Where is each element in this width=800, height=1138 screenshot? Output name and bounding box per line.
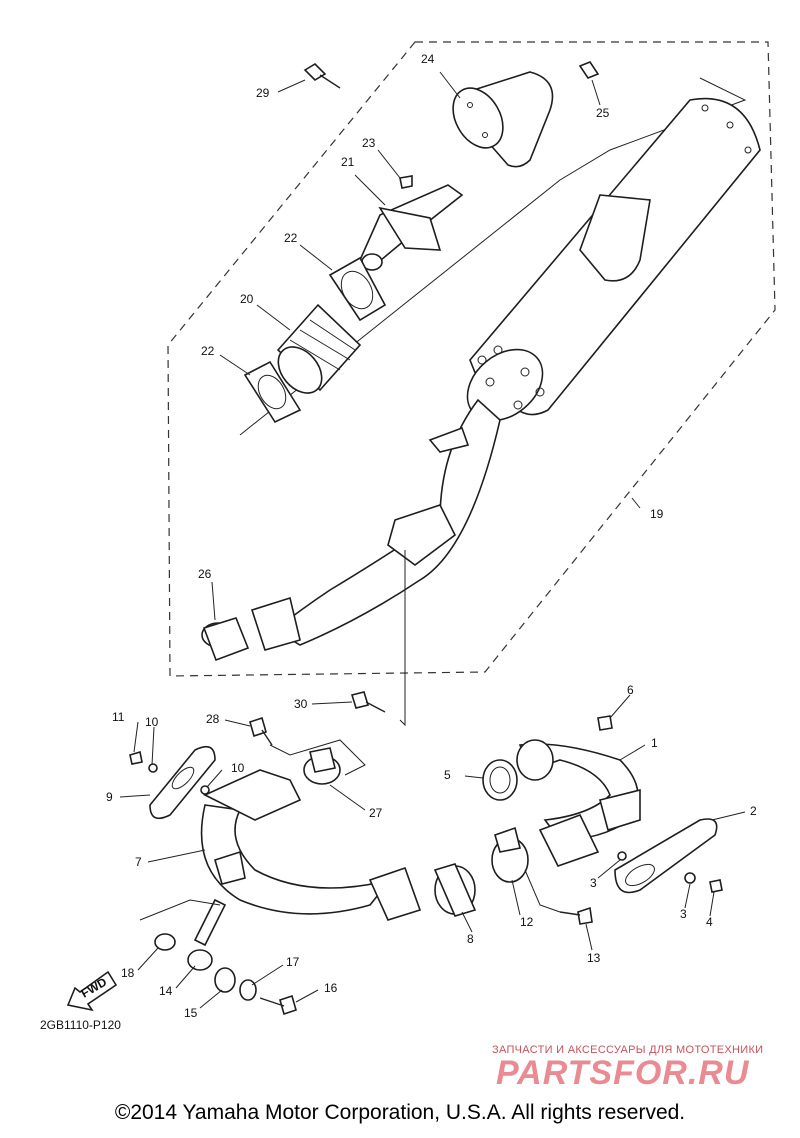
fwd-arrow-icon: FWD — [66, 970, 118, 1012]
callout-2: 2 — [750, 804, 757, 818]
bolt-13 — [559, 906, 593, 925]
leader-lines — [119, 71, 746, 1009]
callout-9: 9 — [106, 790, 113, 804]
callout-6: 6 — [627, 683, 634, 697]
muffler-assembly-boundary — [167, 41, 776, 677]
washer-3 — [617, 851, 696, 884]
watermark-logo: PARTSFOR.RU — [496, 1054, 750, 1092]
callout-21: 21 — [341, 155, 355, 169]
bolt-4 — [709, 879, 723, 893]
grommet-18 — [154, 933, 176, 951]
end-cap — [452, 71, 554, 168]
callout-16: 16 — [324, 981, 338, 995]
callout-28: 28 — [206, 712, 220, 726]
callout-4: 4 — [706, 915, 713, 929]
diagram-code: 2GB1110-P120 — [40, 1018, 121, 1032]
collar-15 — [214, 967, 236, 993]
callout-26: 26 — [198, 567, 212, 581]
callout-3: 3 — [590, 876, 597, 890]
bolt-25 — [578, 61, 600, 79]
callout-1: 1 — [651, 736, 658, 750]
callout-27: 27 — [369, 806, 383, 820]
callout-15: 15 — [184, 1006, 198, 1020]
bracket-14 — [187, 898, 227, 971]
connector-ring — [201, 617, 250, 662]
bolt-23 — [399, 175, 413, 189]
callout-7: 7 — [135, 855, 142, 869]
callout-13: 13 — [587, 951, 601, 965]
washer-10 — [148, 763, 210, 795]
gasket-5 — [482, 759, 518, 801]
watermark-tagline: ЗАПЧАСТИ И АКСЕССУАРЫ ДЛЯ МОТОТЕХНИКИ — [492, 1044, 764, 1056]
joint-8 — [433, 863, 477, 917]
callout-20: 20 — [240, 292, 254, 306]
bolt-30 — [350, 691, 386, 713]
callout-29: 29 — [256, 86, 270, 100]
callout-19: 19 — [650, 507, 664, 521]
muffler-internals-boundary — [239, 77, 747, 436]
heat-protector-9 — [149, 745, 216, 820]
callout-25: 25 — [596, 106, 610, 120]
callout-17: 17 — [286, 955, 300, 969]
bolt-28 — [249, 716, 273, 746]
silencer-body — [250, 97, 761, 651]
exhaust-header-pipe-7 — [200, 769, 422, 921]
callout-30: 30 — [294, 697, 308, 711]
gasket-lower — [243, 360, 302, 424]
copyright-notice: ©2014 Yamaha Motor Corporation, U.S.A. A… — [114, 1101, 686, 1124]
callout-3: 3 — [680, 907, 687, 921]
nut-6 — [597, 715, 613, 731]
clamp-27 — [303, 747, 341, 785]
callout-18: 18 — [121, 966, 135, 980]
heat-protector-2 — [614, 818, 718, 894]
callout-22: 22 — [284, 231, 298, 245]
callout-11: 11 — [112, 710, 125, 724]
exhaust-header-pipe-1 — [516, 739, 641, 867]
gasket-upper — [328, 256, 387, 322]
washer-17 — [239, 979, 257, 1001]
bolt-29 — [303, 62, 341, 89]
silencer-packing — [276, 303, 362, 394]
callout-14: 14 — [159, 984, 173, 998]
clamp-12 — [491, 826, 529, 883]
callout-22: 22 — [201, 344, 215, 358]
bolt-16 — [259, 994, 297, 1016]
callout-5: 5 — [444, 768, 451, 782]
callout-10: 10 — [145, 715, 159, 729]
callout-8: 8 — [467, 932, 474, 946]
callout-labels: 1 2 3 3 4 5 6 7 8 9 10 10 11 12 13 14 15… — [106, 52, 757, 1020]
inner-pipe — [358, 184, 464, 271]
bolt-11 — [129, 750, 143, 765]
callout-10: 10 — [231, 761, 245, 775]
callout-23: 23 — [362, 136, 376, 150]
callout-12: 12 — [520, 915, 534, 929]
callout-24: 24 — [421, 52, 435, 66]
